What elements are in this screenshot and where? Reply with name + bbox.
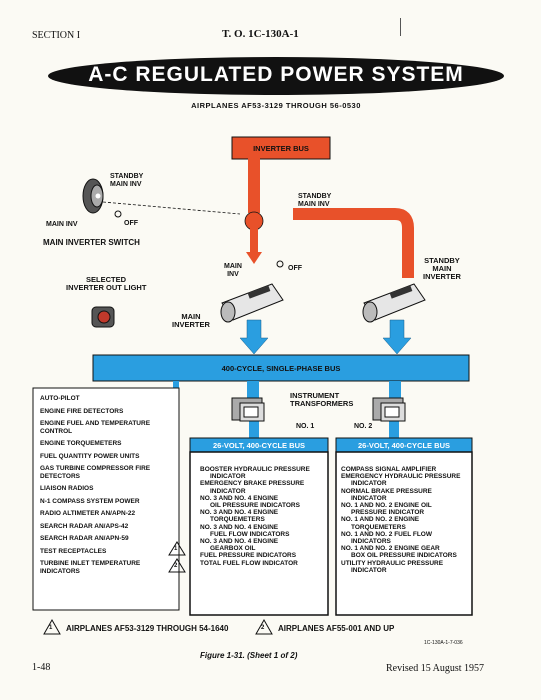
transformer-no1-label: NO. 1 xyxy=(296,423,315,430)
list-item: N-1 COMPASS SYSTEM POWER xyxy=(40,497,140,505)
list-item: ENGINE FUEL AND TEMPERATURE CONTROL xyxy=(40,420,151,435)
footnote-1: AIRPLANES AF53-3129 THROUGH 54-1640 xyxy=(66,624,229,633)
switch-main-inv-label: MAIN INV xyxy=(46,221,78,228)
inverter-bus-box xyxy=(231,136,331,160)
list-item: FUEL QUANTITY POWER UNITS xyxy=(40,452,140,460)
list-item: TOTAL FUEL FLOW INDICATOR xyxy=(200,559,298,567)
switch-link-line xyxy=(102,201,241,215)
indicator-light-icon xyxy=(91,306,115,328)
standby-inverter-arrow xyxy=(382,319,412,355)
list-item: TEST RECEPTACLES xyxy=(40,547,107,555)
left-list-box xyxy=(32,387,180,611)
standby-main-inverter-label: STANDBY MAIN INVERTER xyxy=(423,256,461,281)
bus1-box xyxy=(189,451,329,616)
indicator-light-label: SELECTED INVERTER OUT LIGHT xyxy=(66,275,147,292)
footnote-2-number: 2 xyxy=(261,625,265,631)
divider xyxy=(400,18,401,36)
main-inverter-label: MAIN INVERTER xyxy=(172,312,210,329)
footnote-1-number: 1 xyxy=(49,625,53,631)
footnote-marker-1: 1 xyxy=(174,546,178,552)
main-inverter-switch-icon xyxy=(82,178,122,218)
list-item: ENGINE TORQUEMETERS xyxy=(40,440,122,447)
list-item: ENGINE FIRE DETECTORS xyxy=(40,407,124,415)
bus2-title: 26-VOLT, 400-CYCLE BUS xyxy=(358,441,450,450)
list-item: AUTO-PILOT xyxy=(40,395,80,402)
footnote-2: AIRPLANES AF55-001 AND UP xyxy=(278,624,395,633)
list-item: COMPASS SIGNAL AMPLIFIER xyxy=(341,466,437,473)
bus2-box xyxy=(335,451,473,616)
title-banner xyxy=(48,57,504,95)
doc-number: T. O. 1C-130A-1 xyxy=(222,28,299,40)
figure-caption: Figure 1-31. (Sheet 1 of 2) xyxy=(200,651,298,660)
standby-main-inv-line-label: STANDBY MAIN INV xyxy=(298,193,332,208)
switch-pivot xyxy=(244,211,264,231)
switch-standby-label: STANDBY MAIN INV xyxy=(110,173,144,188)
list-item: FUEL PRESSURE INDICATORS xyxy=(200,552,297,560)
left-equipment-list: AUTO-PILOT ENGINE FIRE DETECTORS ENGINE … xyxy=(40,395,175,580)
figure-code: 1C-130A-1-7-036 xyxy=(424,640,463,646)
bus2-list: COMPASS SIGNAL AMPLIFIER EMERGENCY HYDRA… xyxy=(341,466,469,574)
main-inv-line-label: MAIN INV xyxy=(224,263,242,278)
list-item: GAS TURBINE COMPRESSOR FIRE DETECTORS xyxy=(40,465,151,480)
off-dot xyxy=(276,260,284,268)
standby-inverter-icon xyxy=(362,283,426,323)
list-item: TURBINE INLET TEMPERATURE INDICATORS xyxy=(40,560,141,575)
main-inverter-icon xyxy=(220,283,284,323)
page-title: A-C REGULATED POWER SYSTEM xyxy=(88,63,464,86)
off-line-label: OFF xyxy=(288,265,302,272)
transformer-no2-label: NO. 2 xyxy=(354,423,373,430)
page-number: 1-48 xyxy=(32,662,51,673)
bus1-title: 26-VOLT, 400-CYCLE BUS xyxy=(213,441,305,450)
revision-date: Revised 15 August 1957 xyxy=(386,663,485,674)
standby-feed-line xyxy=(293,208,414,278)
single-phase-bus-label: 400-CYCLE, SINGLE-PHASE BUS xyxy=(221,364,341,373)
inverter-bus-label: INVERTER BUS xyxy=(253,144,309,153)
main-inverter-arrow xyxy=(239,319,269,355)
page-subtitle: AIRPLANES AF53-3129 THROUGH 56-0530 xyxy=(191,101,361,110)
list-item: SEARCH RADAR AN/APS-42 xyxy=(40,522,129,530)
list-item: SEARCH RADAR AN/APN-59 xyxy=(40,535,129,542)
switch-off-label: OFF xyxy=(124,220,138,227)
list-item: LIAISON RADIOS xyxy=(40,485,94,492)
instrument-transformers-label: INSTRUMENT TRANSFORMERS xyxy=(290,391,354,408)
transformer-1-icon xyxy=(231,397,265,422)
single-phase-bus-box xyxy=(92,354,470,382)
list-item: RADIO ALTIMETER AN/APN-22 xyxy=(40,510,136,517)
footnote-marker-2: 2 xyxy=(174,563,178,569)
switch-arrow xyxy=(246,252,262,264)
transformer-2-icon xyxy=(372,397,406,422)
main-inverter-switch-label: MAIN INVERTER SWITCH xyxy=(43,238,140,247)
section-label: SECTION I xyxy=(32,30,81,41)
